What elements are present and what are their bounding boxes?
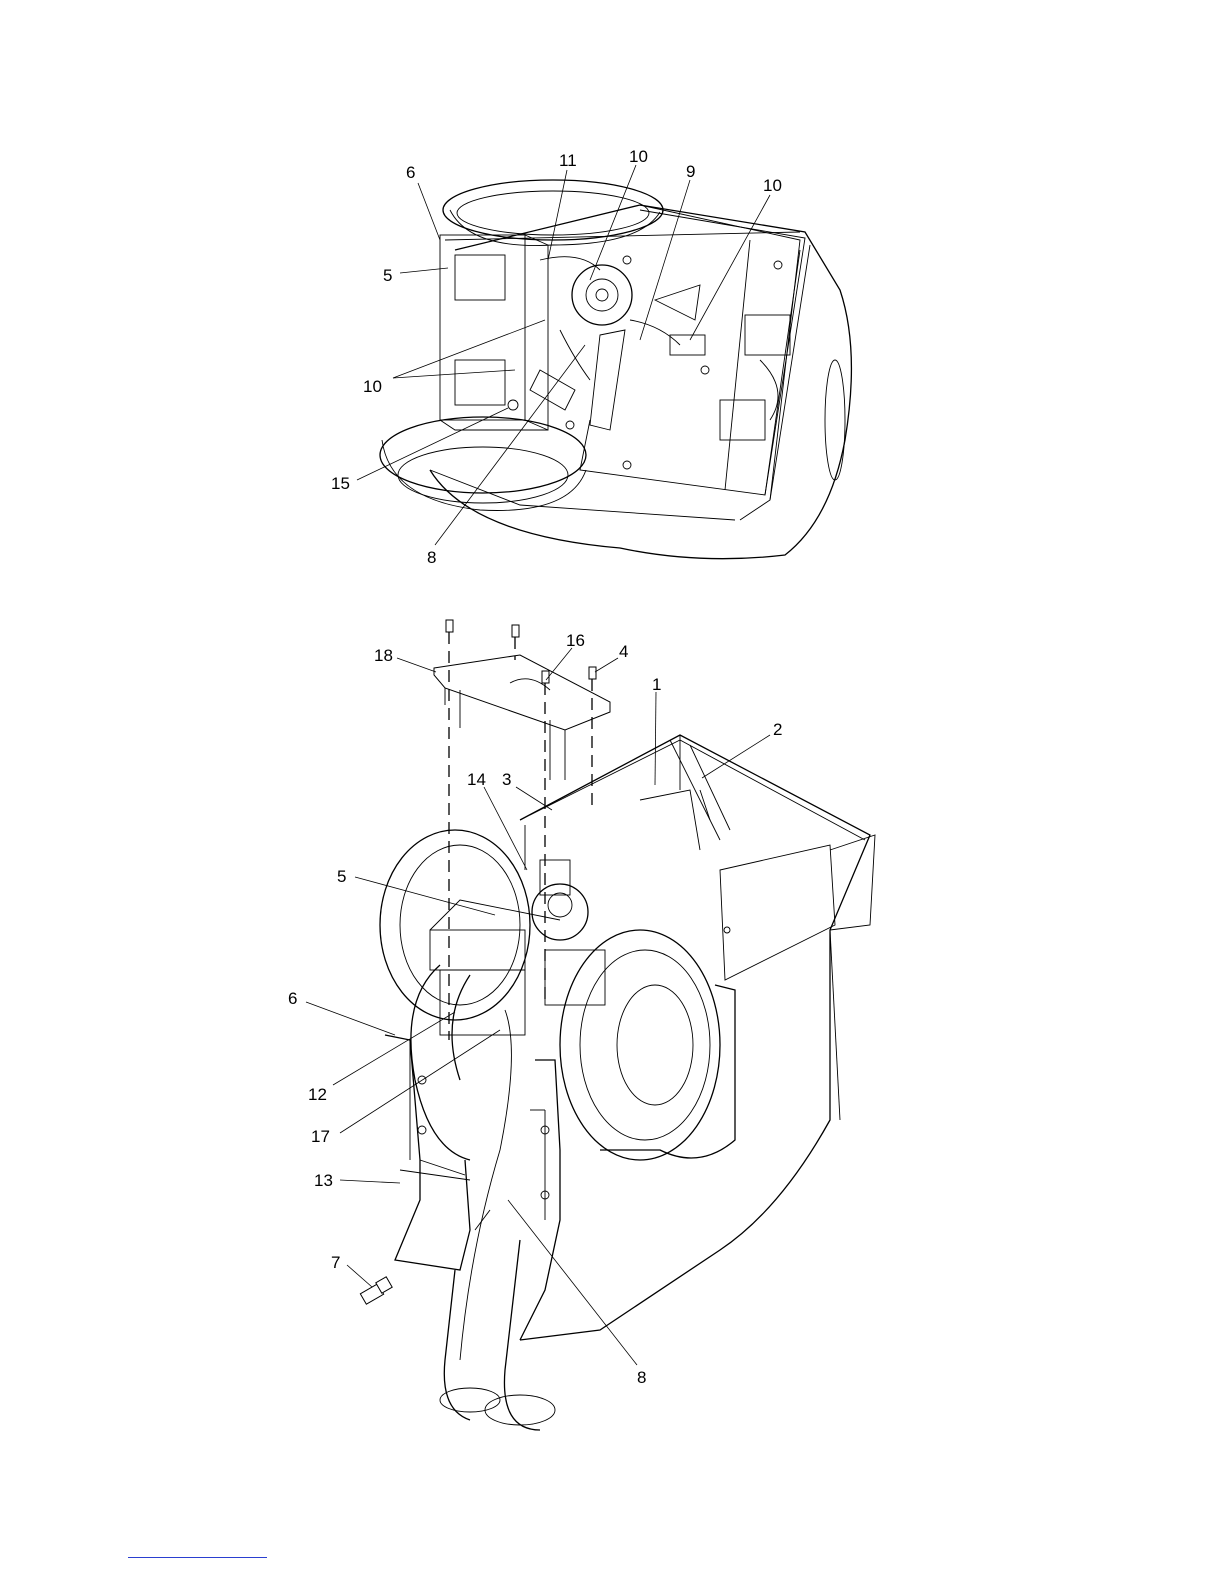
callout-7: 7: [331, 1253, 340, 1272]
upright-leader-lines: [306, 648, 770, 1365]
callout-12: 12: [308, 1085, 327, 1104]
callout-8: 8: [427, 548, 436, 567]
callout-16: 16: [566, 631, 585, 650]
callout-8: 8: [637, 1368, 646, 1387]
callout-2: 2: [773, 720, 782, 739]
callout-13: 13: [314, 1171, 333, 1190]
underside-view-drawing: [380, 180, 851, 559]
callout-3: 3: [502, 770, 511, 789]
callout-10: 10: [363, 377, 382, 396]
callout-14: 14: [467, 770, 486, 789]
callout-18: 18: [374, 646, 393, 665]
callout-11: 11: [559, 151, 577, 170]
upright-callouts: 18 16 4 1 2 14 3 5 6 12 17 13 7 8: [288, 631, 782, 1387]
callout-15: 15: [331, 474, 350, 493]
callout-9: 9: [686, 162, 695, 181]
footer-rule: [128, 1557, 267, 1558]
upright-view-drawing: [360, 620, 875, 1430]
callout-10: 10: [629, 147, 648, 166]
callout-5: 5: [383, 266, 392, 285]
callout-5: 5: [337, 867, 346, 886]
callout-1: 1: [652, 675, 661, 694]
callout-4: 4: [619, 642, 628, 661]
callout-10: 10: [763, 176, 782, 195]
callout-6: 6: [406, 163, 415, 182]
callout-17: 17: [311, 1127, 330, 1146]
callout-6: 6: [288, 989, 297, 1008]
underside-callouts: 6 11 10 9 10 5 10 15 8: [331, 147, 782, 567]
